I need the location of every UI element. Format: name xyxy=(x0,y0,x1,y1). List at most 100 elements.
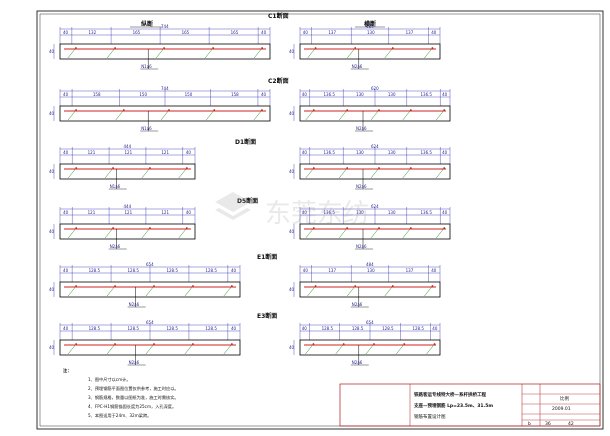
segment-dim-label: 128.5 xyxy=(205,326,217,331)
anchor-point xyxy=(312,343,315,345)
rebar-tag: N2a6 xyxy=(352,302,363,307)
anchor-mark xyxy=(305,227,314,239)
anchor-mark xyxy=(402,109,412,121)
anchor-mark xyxy=(307,285,316,297)
segment-dim-label: 40 xyxy=(432,326,438,331)
anchor-point xyxy=(112,167,114,169)
beam-outline xyxy=(59,163,196,180)
anchor-point xyxy=(373,343,375,345)
rebar-tag: N2a6 xyxy=(356,126,367,131)
watermark-logo: 东莞东纺 xyxy=(215,192,369,229)
anchor-mark xyxy=(347,47,356,59)
segment-dim-label: 40 xyxy=(186,150,192,155)
rebar-tag: N2a6 xyxy=(129,302,140,307)
height-dim-label: 40 xyxy=(289,49,295,54)
segment-dim-label: 121 xyxy=(88,150,96,155)
beam-outline xyxy=(59,223,196,240)
segment-dim-label: 40 xyxy=(186,210,192,215)
segment-dim-label: 40 xyxy=(431,268,437,273)
anchor-point xyxy=(114,47,116,49)
anchor-point xyxy=(443,167,446,169)
segment-dim-label: 40 xyxy=(442,150,448,155)
height-dim-label: 40 xyxy=(49,345,55,350)
anchor-point xyxy=(149,227,151,229)
anchor-point xyxy=(312,167,315,169)
segment-dim-label: 121 xyxy=(161,150,169,155)
anchor-point xyxy=(378,109,380,111)
segment-dim-label: 136.5 xyxy=(421,92,433,97)
sheet-version: b xyxy=(528,421,531,427)
anchor-point xyxy=(261,47,264,49)
segment-dim-label: 40 xyxy=(302,210,308,215)
anchor-point xyxy=(354,47,357,49)
anchor-mark xyxy=(184,343,194,355)
beam-outline xyxy=(299,43,441,60)
anchor-point xyxy=(75,285,78,287)
rebar-tag: N1a6 xyxy=(110,184,121,189)
segment-dim-label: 121 xyxy=(125,210,133,215)
section-label-c1: C1断面 xyxy=(268,12,289,20)
segment-dim-label: 136.5 xyxy=(323,210,335,215)
segment-dim-label: 128.5 xyxy=(89,268,101,273)
anchor-mark xyxy=(402,227,412,239)
section-label-d5: D5断面 xyxy=(237,197,258,205)
segment-dim-label: 128.5 xyxy=(322,326,334,331)
total-length-label: 484 xyxy=(366,262,374,267)
rebar-tag: N2a6 xyxy=(352,360,363,365)
segment-dim-label: 150 xyxy=(139,92,147,97)
segment-dim-label: 128.5 xyxy=(89,326,101,331)
anchor-mark xyxy=(104,167,114,179)
segment-dim-label: 130 xyxy=(356,92,364,97)
beam-outline xyxy=(59,105,271,122)
anchor-mark xyxy=(338,109,348,121)
segment-dim-label: 130 xyxy=(367,30,375,35)
segment-dim-label: 40 xyxy=(63,268,69,273)
beam-outline xyxy=(299,223,451,240)
section-labels: C1断面 C2断面 D1断面 D5断面 E1断面 E3断面 xyxy=(235,12,289,320)
segment-dim-label: 130 xyxy=(356,150,364,155)
anchor-point xyxy=(342,343,345,345)
height-dim-label: 40 xyxy=(289,345,295,350)
anchor-point xyxy=(409,167,412,169)
anchor-point xyxy=(112,227,114,229)
segment-dim-label: 137 xyxy=(328,268,336,273)
anchor-mark xyxy=(67,47,77,59)
title-project: 铁路客运专线特大桥—系杆拱桥工程 xyxy=(414,391,486,398)
anchor-point xyxy=(192,285,194,287)
sheet-total: 42 xyxy=(568,421,574,427)
anchor-mark xyxy=(370,227,380,239)
anchor-point xyxy=(75,109,77,111)
anchor-mark xyxy=(115,109,124,121)
inner-frame xyxy=(39,13,601,427)
total-length-label: 654 xyxy=(146,320,154,325)
section-label-e1: E1断面 xyxy=(257,253,277,261)
segment-dim-label: 128.5 xyxy=(412,326,424,331)
height-dim-label: 40 xyxy=(49,49,55,54)
anchor-point xyxy=(185,167,188,169)
segment-dim-label: 128.5 xyxy=(352,326,364,331)
anchor-mark xyxy=(223,285,233,297)
title-block: 铁路客运专线特大桥—系杆拱桥工程 支座—预埋钢筋 Lp=23.5m、31.5m … xyxy=(339,383,601,427)
anchor-point xyxy=(431,47,434,49)
anchor-mark xyxy=(305,167,314,179)
segment-dim-label: 40 xyxy=(63,326,69,331)
anchor-point xyxy=(261,109,263,111)
anchor-mark xyxy=(206,109,215,121)
total-length-label: 654 xyxy=(146,262,154,267)
segment-dim-label: 128.5 xyxy=(128,268,140,273)
height-dim-label: 40 xyxy=(49,111,55,116)
segment-dim-label: 40 xyxy=(231,268,237,273)
segment-dim-label: 130 xyxy=(356,210,364,215)
anchor-point xyxy=(314,285,317,287)
total-length-label: 444 xyxy=(124,204,132,209)
segment-dim-label: 130 xyxy=(388,92,396,97)
total-length-label: 744 xyxy=(161,24,169,29)
title-scale: 比例 xyxy=(560,395,569,402)
beam-outline xyxy=(59,43,271,60)
segment-dim-label: 137 xyxy=(406,30,414,35)
